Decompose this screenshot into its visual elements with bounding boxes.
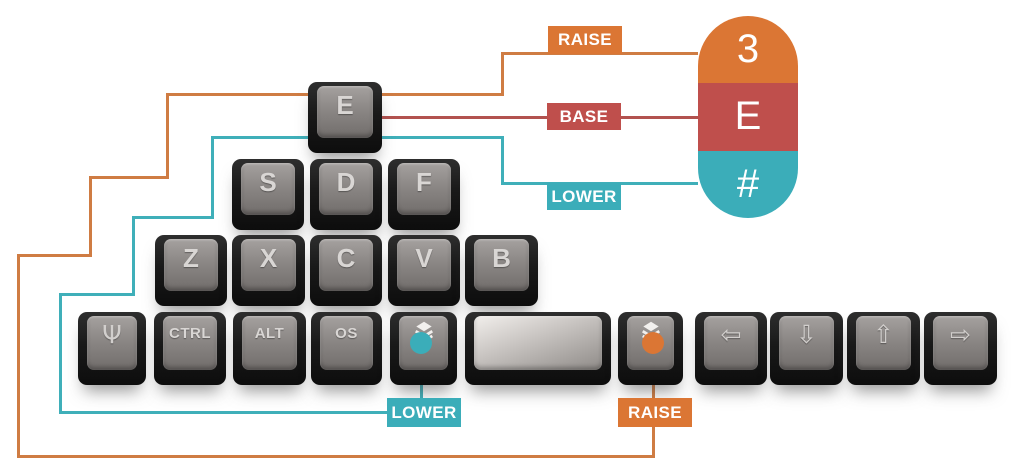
key-alt: ALT bbox=[233, 312, 306, 385]
pill-lower-segment: # bbox=[698, 150, 798, 218]
lower-line-left-drop bbox=[59, 293, 62, 414]
key-b-legend: B bbox=[474, 239, 529, 291]
pill-raise-segment: 3 bbox=[698, 16, 798, 84]
up-arrow-icon: ⇧ bbox=[856, 316, 911, 370]
key-os-legend: OS bbox=[320, 316, 373, 370]
key-x-legend: X bbox=[241, 239, 296, 291]
key-space bbox=[465, 312, 611, 385]
key-alt-legend: ALT bbox=[242, 316, 297, 370]
key-z: Z bbox=[155, 235, 227, 306]
pill-base-segment: E bbox=[698, 83, 798, 151]
key-c-legend: C bbox=[319, 239, 373, 291]
key-arrow-up: ⇧ bbox=[847, 312, 920, 385]
key-ctrl: CTRL bbox=[154, 312, 226, 385]
raise-line-stair-h1 bbox=[89, 176, 169, 179]
key-f: F bbox=[388, 159, 460, 230]
lower-line-stair-h2 bbox=[59, 293, 135, 296]
key-v-legend: V bbox=[397, 239, 451, 291]
lower-key-dot bbox=[410, 332, 432, 354]
key-e: E bbox=[308, 82, 382, 153]
key-arrow-down: ⇩ bbox=[770, 312, 843, 385]
lower-line-stair-v1 bbox=[211, 136, 214, 219]
key-x: X bbox=[232, 235, 305, 306]
down-arrow-icon: ⇩ bbox=[779, 316, 834, 370]
key-psi: Ψ bbox=[78, 312, 146, 385]
lower-bottom-label: LOWER bbox=[387, 398, 461, 427]
lower-line-stair-v2 bbox=[132, 216, 135, 296]
key-z-legend: Z bbox=[164, 239, 218, 291]
raise-bottom-label: RAISE bbox=[618, 398, 692, 427]
key-d: D bbox=[310, 159, 382, 230]
left-arrow-icon: ⇦ bbox=[704, 316, 758, 370]
key-c: C bbox=[310, 235, 382, 306]
key-e-legend: E bbox=[317, 86, 373, 138]
base-label: BASE bbox=[547, 103, 621, 130]
key-s: S bbox=[232, 159, 304, 230]
key-legend-pill: 3 E # bbox=[698, 16, 798, 218]
raise-line-stair-v2 bbox=[89, 176, 92, 257]
key-s-legend: S bbox=[241, 163, 295, 215]
raise-key-dot bbox=[642, 332, 664, 354]
base-line-to-pill bbox=[340, 116, 698, 119]
key-b: B bbox=[465, 235, 538, 306]
raise-line-stair-v1 bbox=[166, 93, 169, 178]
key-space-cap bbox=[474, 316, 602, 370]
raise-line-bottom bbox=[17, 455, 655, 458]
raise-line-stair-h2 bbox=[17, 254, 92, 257]
raise-line-riser bbox=[501, 52, 504, 96]
key-arrow-left: ⇦ bbox=[695, 312, 767, 385]
lower-line-bottom bbox=[59, 411, 389, 414]
raise-top-label: RAISE bbox=[548, 26, 622, 54]
key-f-legend: F bbox=[397, 163, 451, 215]
lower-top-label: LOWER bbox=[547, 183, 621, 210]
lower-line-stair-h1 bbox=[132, 216, 214, 219]
key-arrow-right: ⇨ bbox=[924, 312, 997, 385]
key-ctrl-legend: CTRL bbox=[163, 316, 217, 370]
lower-line-dropper bbox=[501, 136, 504, 185]
key-os: OS bbox=[311, 312, 382, 385]
key-v: V bbox=[388, 235, 460, 306]
right-arrow-icon: ⇨ bbox=[933, 316, 988, 370]
key-psi-legend: Ψ bbox=[87, 316, 137, 370]
key-d-legend: D bbox=[319, 163, 373, 215]
raise-line-left-drop bbox=[17, 254, 20, 458]
